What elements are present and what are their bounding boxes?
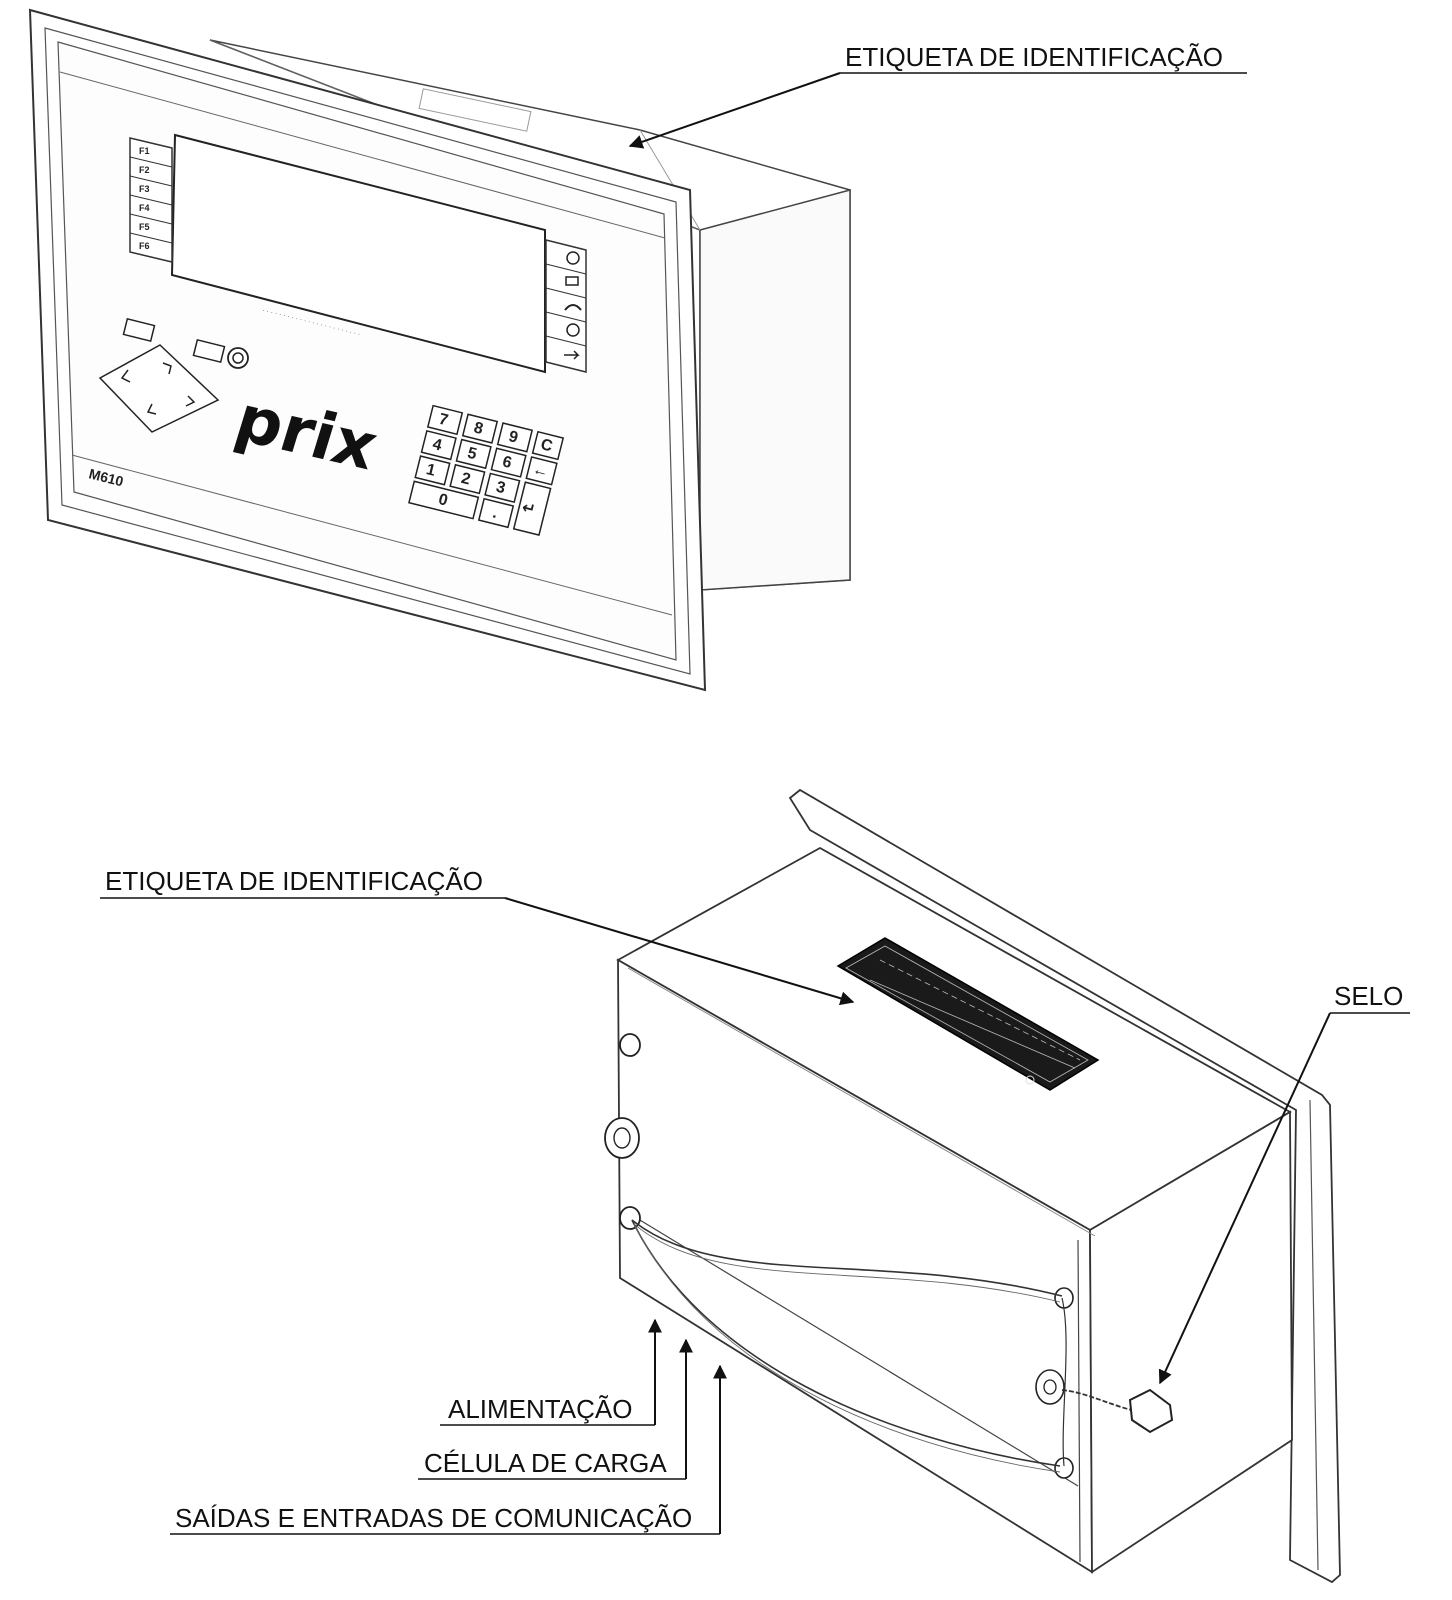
nav-right-icon: [185, 395, 196, 407]
aux-key[interactable]: [192, 338, 226, 364]
function-key-strip: F1 F2 F3 F4 F5 F6: [129, 137, 173, 263]
comm-label: SAÍDAS E ENTRADAS DE COMUNICAÇÃO: [175, 1503, 692, 1533]
right-icon-key-strip: [545, 239, 587, 373]
seal-label: SELO: [1334, 981, 1403, 1011]
rear-id-label: ETIQUETA DE IDENTIFICAÇÃO: [105, 866, 483, 896]
fkey-1[interactable]: F1: [139, 146, 150, 156]
navigation-pad[interactable]: [98, 344, 220, 433]
front-view-device: · · · · · · · · · · · · · · · · · · · · …: [28, 8, 851, 692]
key-clear-label: C: [539, 436, 555, 455]
key-7-label: 7: [437, 411, 450, 430]
load-cell-label: CÉLULA DE CARGA: [424, 1448, 667, 1478]
key-9-label: 9: [507, 428, 520, 447]
key-5[interactable]: [455, 438, 492, 470]
power-label: ALIMENTAÇÃO: [448, 1394, 632, 1424]
connector-top: [619, 1033, 641, 1057]
menu-key[interactable]: [122, 317, 156, 343]
seal-wire: [631, 1219, 1063, 1297]
key-0-label: 0: [437, 491, 450, 510]
key-enter-label: ↵: [520, 499, 537, 519]
print-icon[interactable]: [565, 276, 579, 286]
nav-down-icon: [146, 403, 157, 415]
zero-icon[interactable]: [564, 304, 582, 311]
enter-icon[interactable]: [564, 350, 580, 360]
key-clear[interactable]: [531, 430, 565, 461]
rear-id-callout: ETIQUETA DE IDENTIFICAÇÃO: [100, 866, 855, 1006]
key-backspace[interactable]: [525, 456, 558, 486]
power-icon: [232, 352, 244, 364]
key-8-label: 8: [472, 419, 485, 438]
rear-id-arrow: [504, 897, 855, 1006]
key-9[interactable]: [496, 422, 534, 453]
key-4[interactable]: [420, 429, 457, 461]
front-id-callout: ETIQUETA DE IDENTIFICAÇÃO: [628, 42, 1247, 149]
rear-flange: [788, 788, 1341, 1584]
key-6[interactable]: [490, 447, 527, 478]
power-callout: ALIMENTAÇÃO: [440, 1318, 662, 1426]
fkey-5[interactable]: F5: [139, 222, 150, 232]
numeric-keypad: 7 8 9 C 4 5 6 ← 1 2 3 0 . ↵: [408, 404, 565, 536]
nav-up-icon: [162, 362, 172, 375]
select-icon[interactable]: [566, 323, 580, 337]
key-3-label: 3: [494, 479, 507, 498]
fkey-4[interactable]: F4: [139, 203, 150, 213]
comm-callout: SAÍDAS E ENTRADAS DE COMUNICAÇÃO: [170, 1364, 727, 1535]
key-1-label: 1: [424, 461, 437, 480]
key-enter[interactable]: [512, 481, 552, 536]
key-6-label: 6: [501, 453, 514, 472]
tare-icon[interactable]: [566, 251, 580, 265]
seal-arrow: [1158, 1012, 1331, 1385]
key-0[interactable]: [408, 480, 480, 520]
connector-bottom: [619, 1206, 641, 1230]
load-cell-callout: CÉLULA DE CARGA: [418, 1338, 693, 1480]
nav-left-icon: [120, 369, 131, 383]
front-id-arrow: [628, 72, 841, 149]
power-key[interactable]: [227, 347, 249, 369]
key-4-label: 4: [431, 436, 444, 455]
front-id-label: ETIQUETA DE IDENTIFICAÇÃO: [845, 42, 1223, 72]
key-2-label: 2: [459, 470, 472, 489]
seal-lead: [1128, 1388, 1174, 1434]
display-window: [170, 133, 546, 374]
key-dot-label: .: [491, 505, 499, 523]
fkey-6[interactable]: F6: [139, 241, 150, 251]
key-8[interactable]: [461, 413, 499, 444]
key-1[interactable]: [414, 455, 451, 486]
key-5-label: 5: [466, 445, 479, 464]
rear-view-device: [604, 788, 1341, 1584]
fkey-2[interactable]: F2: [139, 165, 150, 175]
rear-id-plate: [836, 937, 1100, 1091]
key-3[interactable]: [484, 472, 521, 504]
fkey-3[interactable]: F3: [139, 184, 150, 194]
seal-callout: SELO: [1158, 981, 1410, 1385]
key-2[interactable]: [449, 463, 486, 495]
rear-box-right: [1089, 1110, 1293, 1574]
key-backspace-label: ←: [531, 461, 551, 481]
key-7[interactable]: [426, 404, 464, 436]
key-dot[interactable]: [477, 497, 515, 529]
